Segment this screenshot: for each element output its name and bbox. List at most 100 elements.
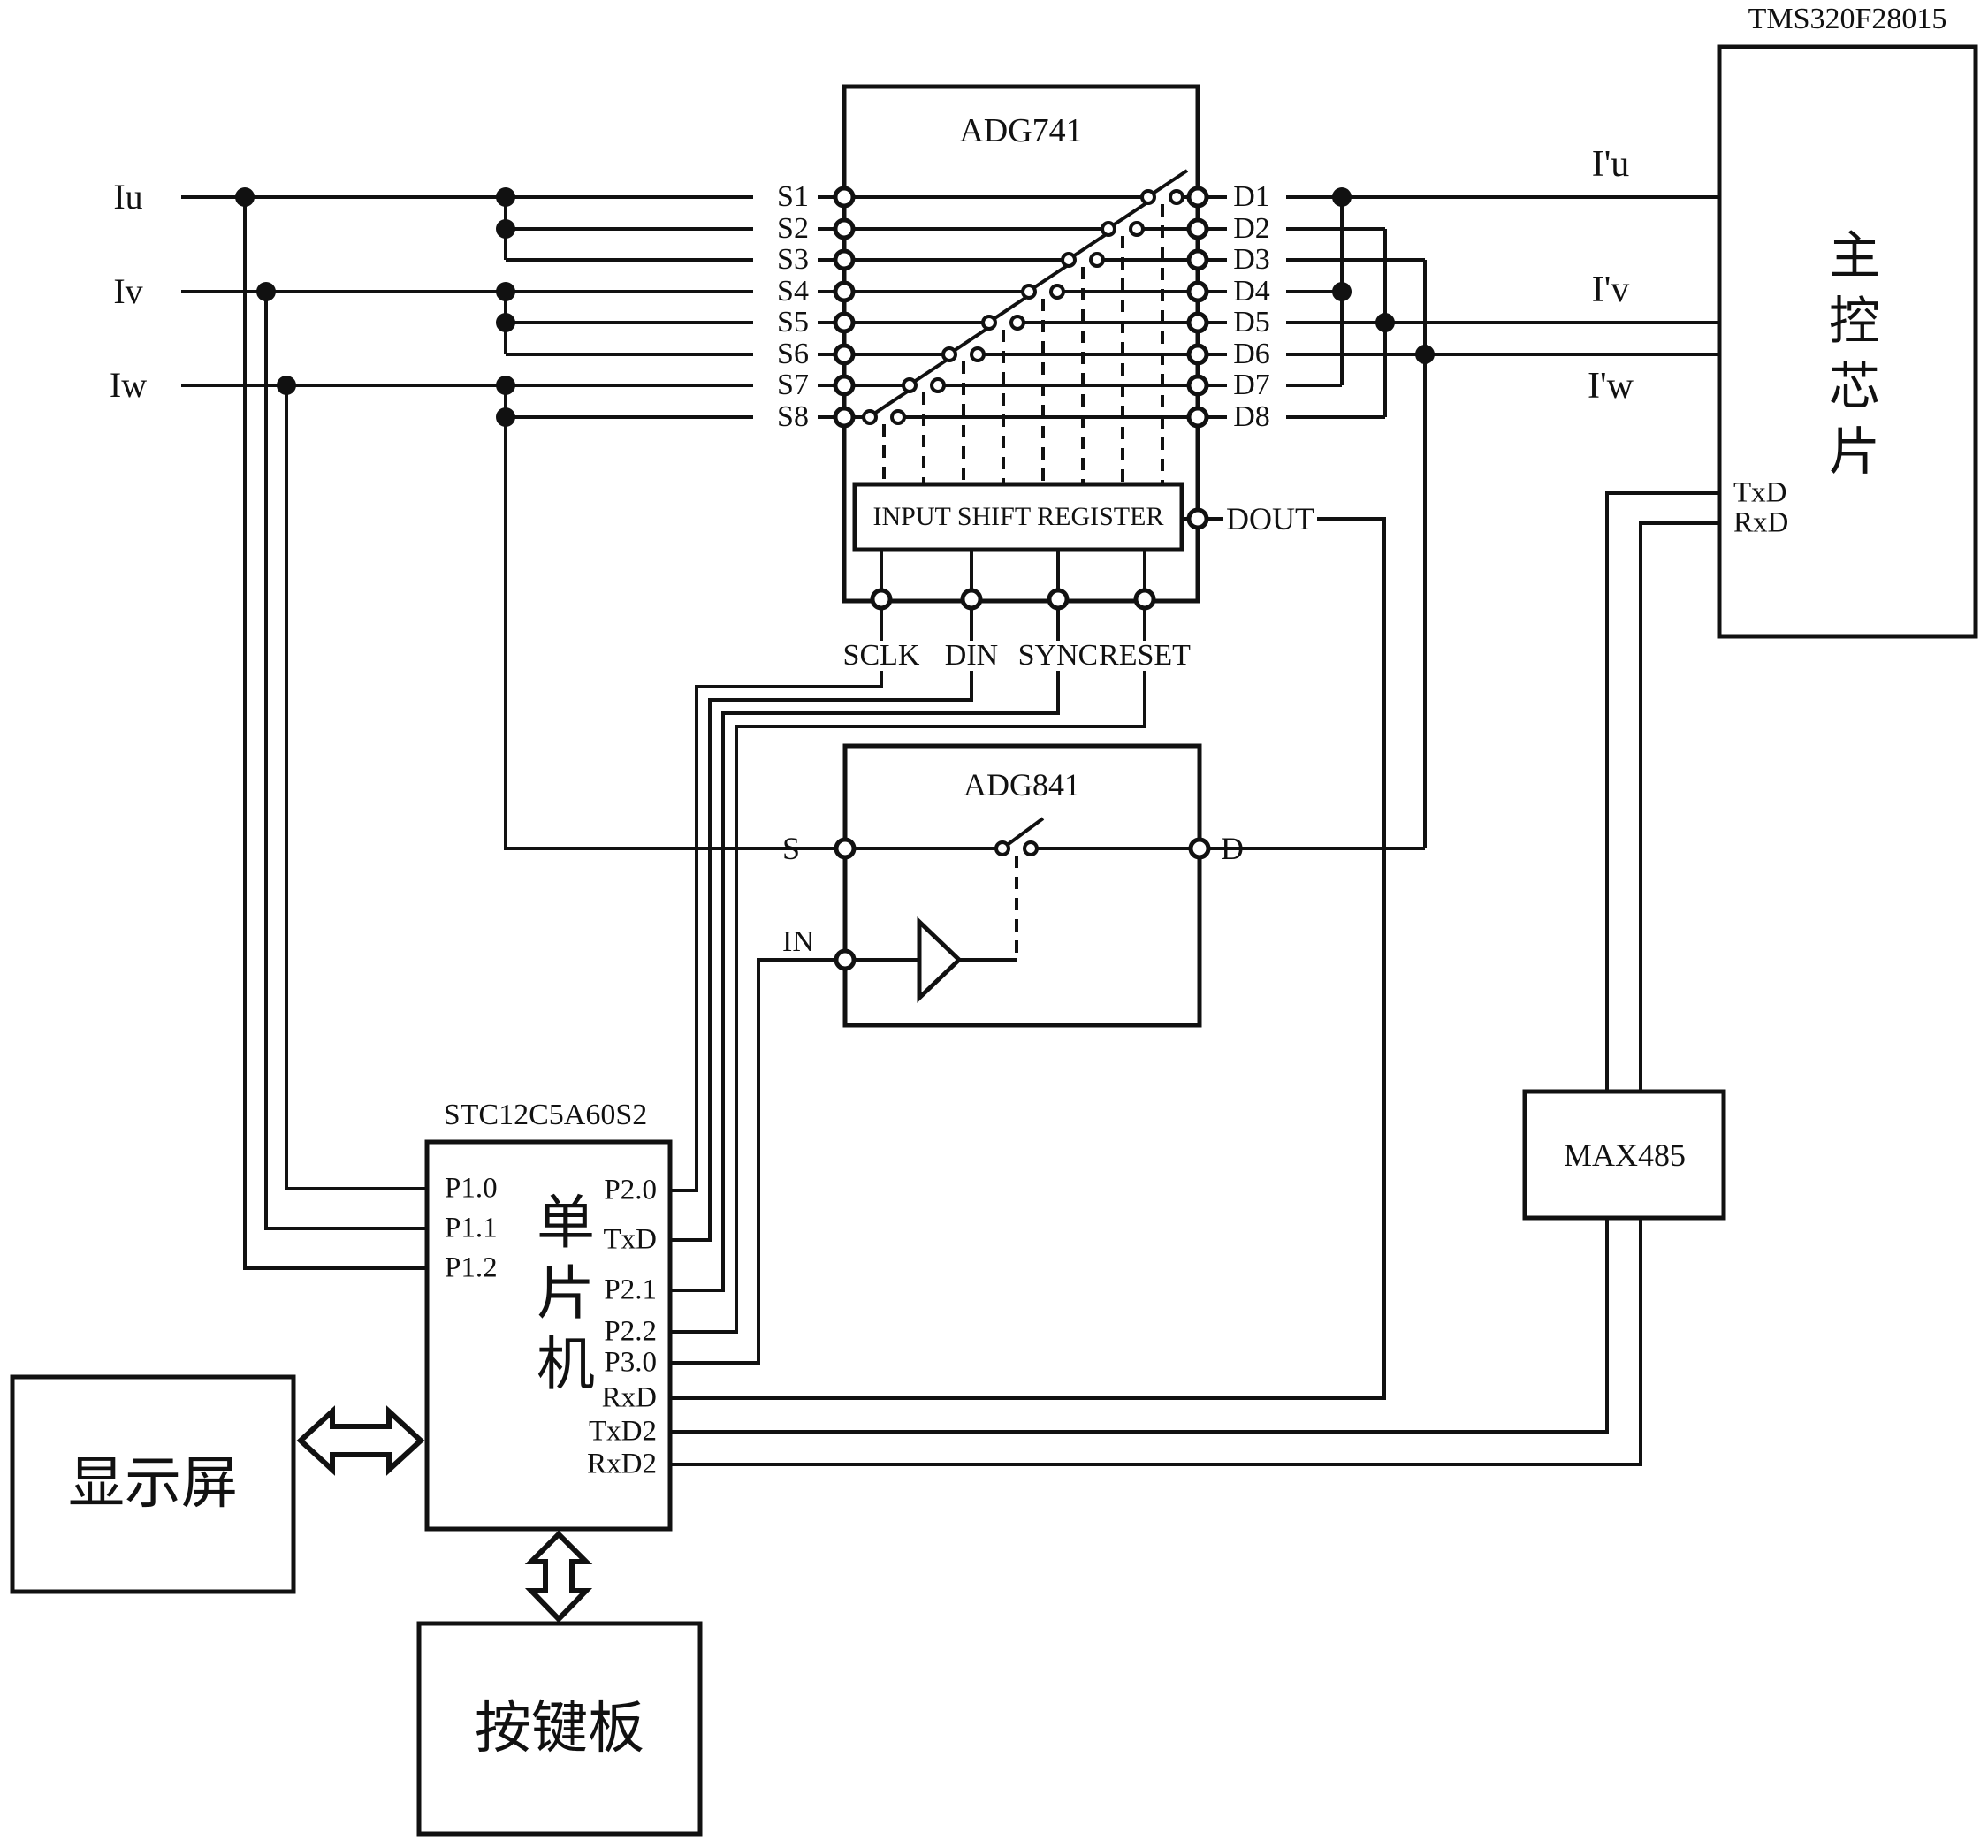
net-reset [670,608,1146,1334]
din-label: DIN [941,641,1002,671]
d-pin-label: D8 [1233,400,1270,433]
s-pin-label: S3 [777,243,809,276]
mcu-pin-p1-2: P1.2 [442,1253,500,1283]
junction-dot [1375,313,1395,332]
pin-d4 [1186,280,1209,303]
pin-s3 [833,248,856,271]
net-output-v [1286,227,1719,419]
junction-dot [277,376,296,395]
pin-adg841-d [1188,837,1211,860]
max485-title: MAX485 [1563,1137,1687,1173]
mcu-pin-txd: TxD [600,1225,659,1255]
max485-box [1522,1089,1726,1221]
junction-dot [256,282,276,301]
display-box [10,1374,296,1594]
switch-contact [890,409,906,425]
switch-contact [970,346,986,362]
s-pin-stubs [818,195,835,419]
switch-row-right-segments [904,195,1189,419]
junction-dot [235,187,255,207]
mcu-title: STC12C5A60S2 [443,1099,648,1131]
junction-dot [1415,345,1435,364]
display-label: 显示屏 [68,1452,238,1515]
mcu-keypad-arrow [524,1530,593,1624]
mcu-pin-p3-0: P3.0 [601,1348,659,1378]
pin-adg841-s [834,837,857,860]
net-iw [181,384,836,1190]
mcu-pin-p2-0: P2.0 [601,1175,659,1205]
pin-dout [1186,507,1209,530]
junction-dot [1332,187,1352,207]
s-pin-label: S2 [777,212,809,245]
pin-s5 [833,311,856,334]
adg841-box [842,743,1202,1028]
pin-d8 [1186,406,1209,429]
pin-adg841-in [834,948,857,971]
register-pin-stubs [880,517,1189,590]
buffer-triangle [917,916,963,1003]
junction-dot [496,219,515,239]
pin-s6 [833,343,856,366]
s-pin-label: S1 [777,180,809,213]
junction-dots [235,187,1435,427]
switch-contact [981,315,997,331]
dsp-name: 主控芯片 [1821,228,1878,490]
d-pin-label: D6 [1233,338,1270,370]
d-pin-label: D3 [1233,243,1270,276]
switch-control-dashed-lines [882,204,1164,484]
s-pin-label: S6 [777,338,809,370]
switch-contact [1169,189,1184,205]
pin-s8 [833,406,856,429]
switch-contact [994,840,1010,856]
pin-d6 [1186,343,1209,366]
pin-sync [1047,588,1070,611]
switch-contact [1049,284,1065,300]
s-pin-label: S4 [777,275,809,308]
junction-dot [496,376,515,395]
net-sync [670,608,1060,1292]
net-rxd2 [670,1218,1642,1466]
pin-s1 [833,186,856,209]
net-output-u [1286,195,1719,387]
dsp-box [1717,44,1978,639]
junction-dot [496,282,515,301]
net-sclk [670,608,883,1192]
display-mcu-arrow [296,1405,425,1476]
mcu-pin-p1-1: P1.1 [442,1213,500,1243]
dsp-title: TMS320F28015 [1748,3,1947,35]
junction-dot [496,313,515,332]
pin-sclk [870,588,893,611]
mcu-box [424,1139,673,1532]
switch-contact [1009,315,1025,331]
s-pin-label: S5 [777,306,809,338]
pin-d2 [1186,217,1209,240]
mcu-pin-p1-0: P1.0 [442,1174,500,1204]
pin-d7 [1186,374,1209,397]
switch-contact [1061,252,1077,268]
switch-contacts [862,189,1184,856]
junction-dot [496,407,515,427]
net-txd2 [670,1218,1609,1434]
output-label-iu: I'u [1591,144,1630,185]
output-label-iv: I'v [1591,270,1630,310]
pin-circles [833,186,1211,971]
d-pin-stubs [1207,195,1227,419]
keypad-label: 按键板 [475,1697,644,1760]
net-dsp-rxd [1639,521,1719,1091]
mcu-pin-txd2: TxD2 [586,1417,659,1447]
switch-contact [862,409,878,425]
d-pin-label: D4 [1233,275,1270,308]
adg741-title: ADG741 [959,112,1083,149]
mcu-name: 单片机 [528,1191,592,1403]
pin-d3 [1186,248,1209,271]
adg841-s-label: S [781,831,801,866]
switch-contact [1129,221,1145,237]
junction-dot [496,187,515,207]
d-pin-label: D7 [1233,369,1270,401]
mcu-pin-rxd2: RxD2 [584,1449,659,1479]
sync-label: SYNC [1015,641,1101,671]
pin-d5 [1186,311,1209,334]
switch-contact [941,346,957,362]
adg841-title: ADG841 [964,767,1080,802]
